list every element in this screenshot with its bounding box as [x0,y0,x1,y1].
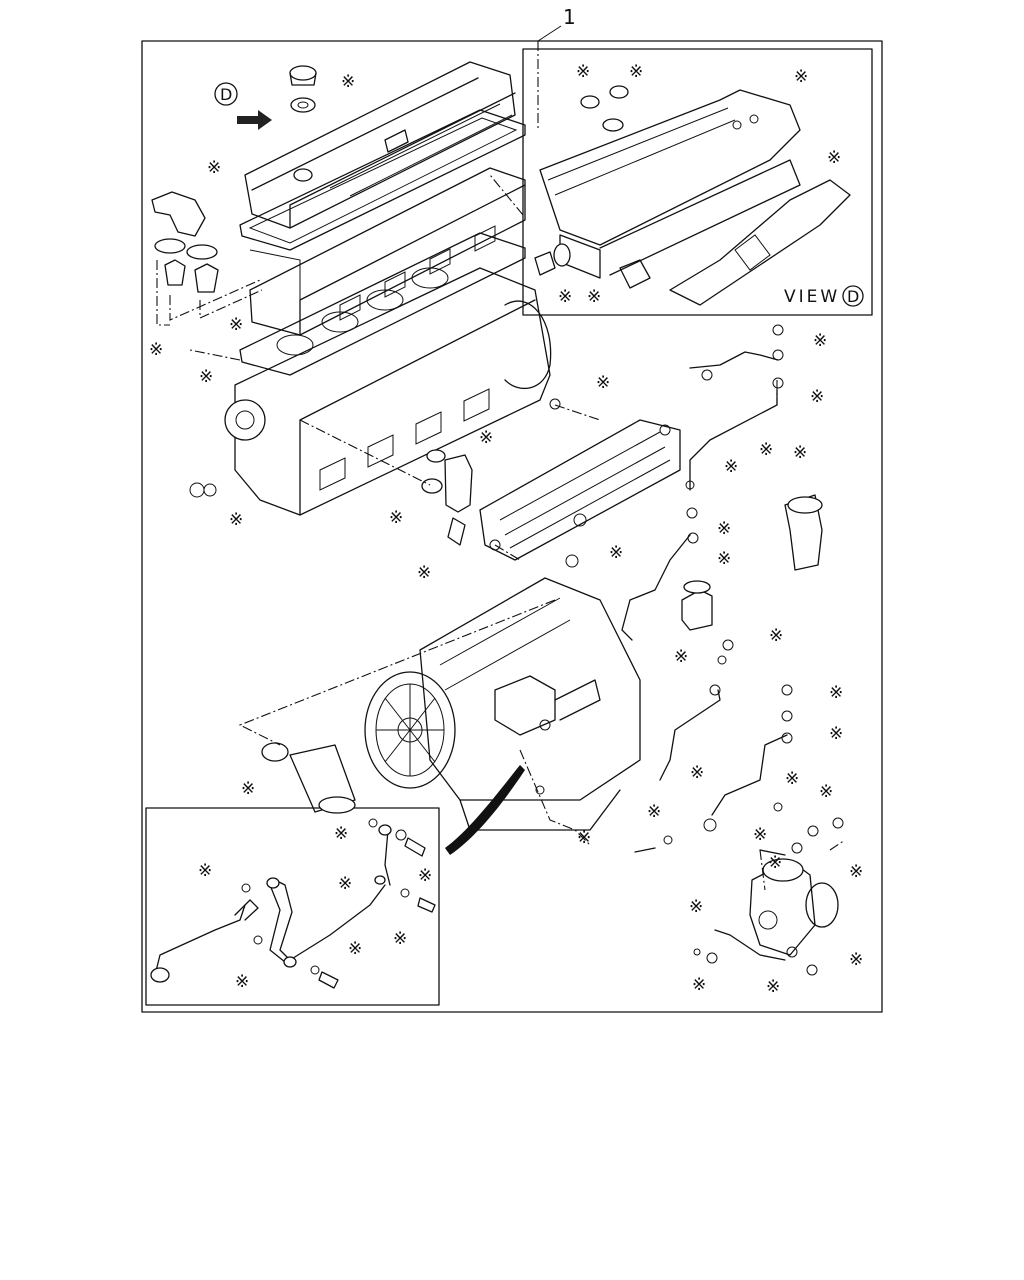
part-marker: ※ [389,508,403,528]
part-marker: ※ [819,782,833,802]
part-marker: ※ [768,853,782,873]
view-label-circle [842,285,864,307]
reference-lines [156,41,846,891]
fuel-filter-primary [681,580,713,631]
oil-pump-assembly [749,858,839,956]
part-marker: ※ [587,287,601,307]
part-marker: ※ [418,866,432,886]
view-d-manifold [534,85,851,306]
part-marker: ※ [393,929,407,949]
cylinder-block [224,267,552,516]
part-marker: ※ [717,549,731,569]
part-marker: ※ [576,62,590,82]
inset-arrow [445,765,525,855]
callout-number: 1 [563,5,576,29]
part-marker: ※ [558,287,572,307]
part-marker: ※ [149,340,163,360]
oil-pipe-detail-inset-frame [145,807,440,1006]
part-marker: ※ [690,763,704,783]
part-markers: ※ ※ ※ ※ ※ ※ ※ ※ ※ ※ ※ ※ ※ ※ ※ ※ ※ ※ ※ ※ … [149,62,863,997]
part-marker: ※ [338,874,352,894]
view-label-letter: D [847,287,859,306]
callout-leader [537,25,562,42]
cylinder-head [249,167,526,336]
part-marker: ※ [674,647,688,667]
part-marker: ※ [849,950,863,970]
part-marker: ※ [334,824,348,844]
rocker-cover [244,61,516,229]
oil-filler-cap [289,65,317,113]
part-marker: ※ [417,563,431,583]
part-marker: ※ [793,443,807,463]
part-marker: ※ [609,543,623,563]
view-label-text: VIEW [784,287,840,307]
part-marker: ※ [341,72,355,92]
view-d-letter: D [220,85,232,104]
part-marker: ※ [829,724,843,744]
oil-filler-tube [261,742,356,814]
rocker-cover-gasket [239,109,526,251]
view-direction-arrow [237,110,272,130]
thermostat-housing [151,191,219,293]
part-marker: ※ [199,367,213,387]
head-gasket [239,232,526,376]
part-marker: ※ [577,828,591,848]
view-d-label: VIEW D [784,285,864,307]
water-outlet [421,449,473,546]
part-marker: ※ [785,769,799,789]
view-d-circle [214,82,238,106]
part-marker: ※ [689,897,703,917]
part-marker: ※ [629,62,643,82]
outer-frame [141,40,883,1013]
part-marker: ※ [810,387,824,407]
part-marker: ※ [479,428,493,448]
part-marker: ※ [692,975,706,995]
part-marker: ※ [198,861,212,881]
exhaust-manifold [479,419,681,561]
view-d-indicator: D [214,82,272,130]
part-marker: ※ [759,440,773,460]
part-marker: ※ [769,626,783,646]
part-marker: ※ [753,825,767,845]
part-marker: ※ [647,802,661,822]
flywheel [364,671,456,789]
part-marker: ※ [794,67,808,87]
part-marker: ※ [596,373,610,393]
part-marker: ※ [348,939,362,959]
part-marker: ※ [849,862,863,882]
inset-oil-pipes [150,818,436,989]
part-marker: ※ [229,315,243,335]
part-marker: ※ [235,972,249,992]
part-marker: ※ [724,457,738,477]
fuel-pipes [621,351,788,961]
part-marker: ※ [829,683,843,703]
view-d-inset-frame [522,48,873,316]
lower-engine-block [419,577,641,831]
part-marker: ※ [813,331,827,351]
part-marker: ※ [241,779,255,799]
injection-pump [494,675,601,736]
part-marker: ※ [766,977,780,997]
fuel-filter-secondary [784,494,823,571]
part-marker: ※ [827,148,841,168]
fasteners [189,324,844,976]
part-marker: ※ [207,158,221,178]
part-marker: ※ [717,519,731,539]
part-marker: ※ [229,510,243,530]
